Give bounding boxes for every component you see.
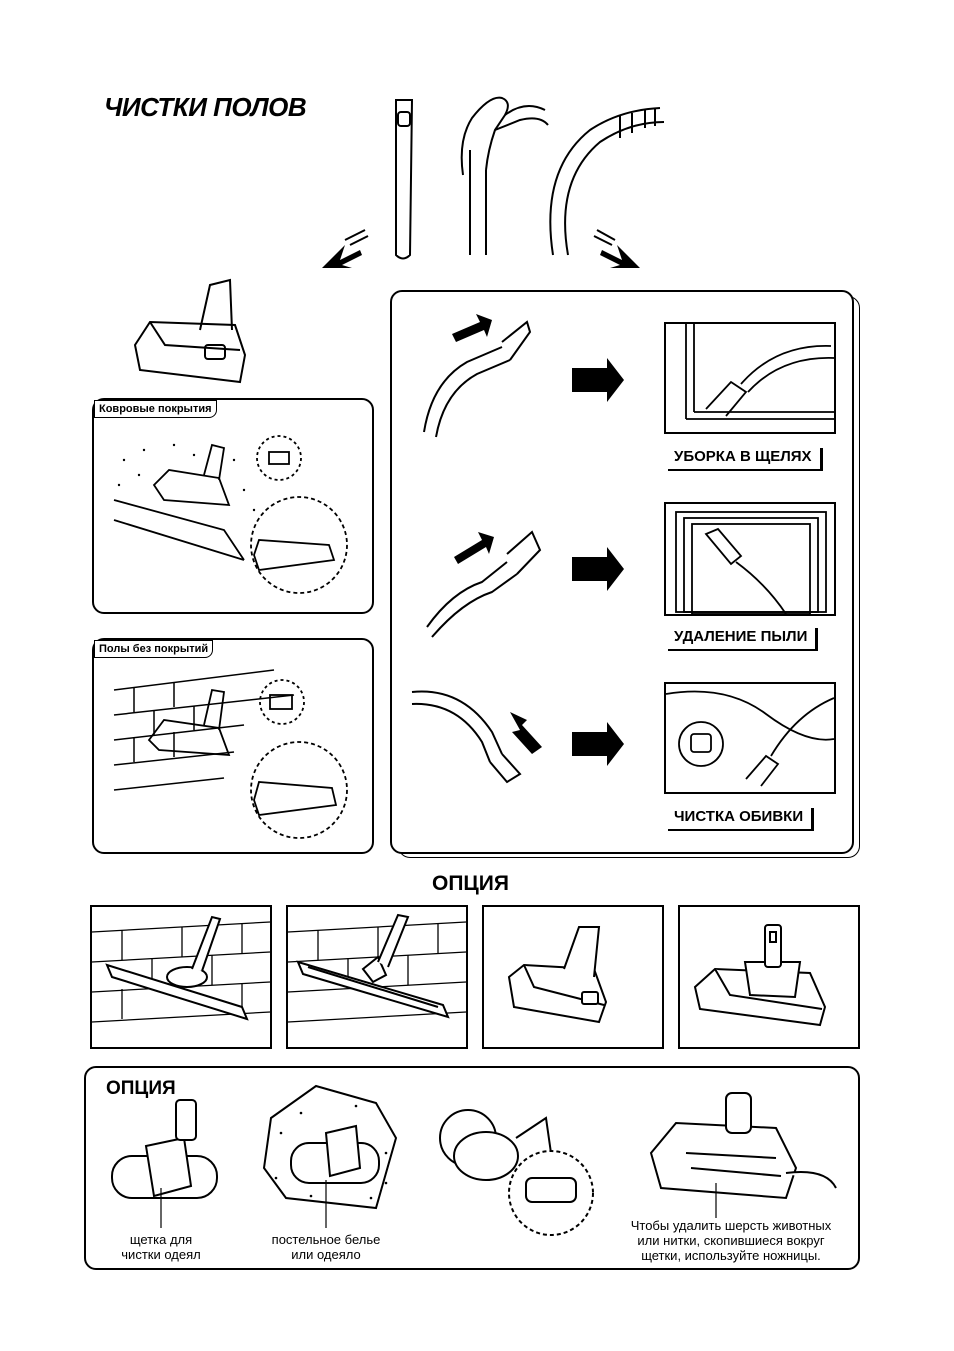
caption-scissors-line2: или нитки, скопившиеся вокруг (606, 1233, 856, 1248)
option-box-1 (90, 905, 272, 1049)
upholstery-frame (664, 682, 836, 794)
caption-scissors-line1: Чтобы удалить шерсть животных (606, 1218, 856, 1233)
upholstery-label: ЧИСТКА ОБИВКИ (668, 808, 814, 831)
caption-scissors-line3: щетки, используйте ножницы. (606, 1248, 856, 1263)
caption-brush-line1: щетка для (111, 1232, 211, 1247)
carpet-panel: Ковровые покрытия (92, 398, 374, 614)
option-box-3 (482, 905, 664, 1049)
option-title: ОПЦИЯ (432, 872, 509, 896)
bare-floor-panel: Полы без покрытий (92, 638, 374, 854)
caption-scissors: Чтобы удалить шерсть животных или нитки,… (606, 1218, 856, 1263)
caption-bed-line2: или одеяло (256, 1247, 396, 1262)
right-panel: УБОРКА В ЩЕЛЯХ УДАЛЕНИЕ ПЫЛИ ЧИСТКА ОБИВ… (390, 290, 854, 854)
option-box-4 (678, 905, 860, 1049)
crevice-frame (664, 322, 836, 434)
caption-bed-line1: постельное белье (256, 1232, 396, 1247)
dusting-frame (664, 502, 836, 616)
option-box-2 (286, 905, 468, 1049)
bottom-option-panel: ОПЦИЯ (84, 1066, 860, 1270)
caption-bed: постельное белье или одеяло (256, 1232, 396, 1262)
dusting-label: УДАЛЕНИЕ ПЫЛИ (668, 628, 818, 651)
caption-brush-line2: чистки одеял (111, 1247, 211, 1262)
crevice-label: УБОРКА В ЩЕЛЯХ (668, 448, 823, 471)
caption-brush: щетка для чистки одеял (111, 1232, 211, 1262)
